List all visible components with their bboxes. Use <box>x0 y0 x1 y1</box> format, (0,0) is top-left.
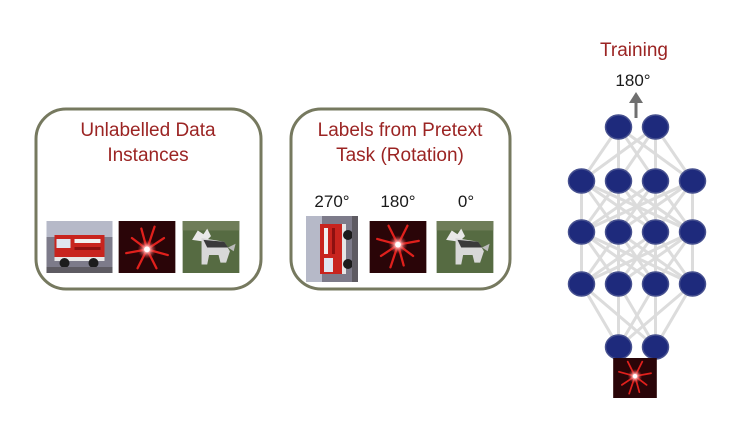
network-input-image <box>613 358 657 398</box>
pretext-title-line2: Task (Rotation) <box>336 145 464 166</box>
network-edge <box>617 179 694 234</box>
output-rotation-label: 180° <box>615 71 650 90</box>
output-arrow <box>629 92 643 118</box>
unlabelled-title-line2: Instances <box>107 145 188 166</box>
rotation-label-180: 180° <box>380 192 415 211</box>
network-node-layer3-2 <box>641 271 670 297</box>
rotation-label-270: 270° <box>314 192 349 211</box>
network-node-layer0-0 <box>604 114 633 140</box>
network-edge <box>580 179 694 234</box>
network-edge <box>580 230 694 286</box>
network-edge <box>617 230 694 286</box>
fire-truck-image <box>46 221 113 273</box>
red-object-image <box>118 221 176 273</box>
rotation-label-0: 0° <box>458 192 474 211</box>
neural-network: Training 180° <box>567 40 707 398</box>
network-node-layer2-1 <box>604 219 633 245</box>
network-node-layer3-1 <box>604 271 633 297</box>
network-edge <box>580 125 657 183</box>
pretext-title-line1: Labels from Pretext <box>318 120 483 141</box>
network-nodes <box>567 114 707 360</box>
network-edge <box>617 282 694 349</box>
network-edge <box>580 230 657 286</box>
network-node-layer3-0 <box>567 271 596 297</box>
network-node-layer2-0 <box>567 219 596 245</box>
unlabelled-title-line1: Unlabelled Data <box>80 120 216 141</box>
network-node-layer0-1 <box>641 114 670 140</box>
network-node-layer1-0 <box>567 168 596 194</box>
network-node-layer4-0 <box>604 334 633 360</box>
unlabelled-data-panel: Unlabelled Data Instances <box>34 107 263 291</box>
training-title: Training <box>600 40 668 61</box>
network-node-layer2-2 <box>641 219 670 245</box>
network-node-layer2-3 <box>678 219 707 245</box>
network-node-layer3-3 <box>678 271 707 297</box>
network-node-layer1-1 <box>604 168 633 194</box>
network-node-layer4-1 <box>641 334 670 360</box>
husky-dog-unrotated-image <box>436 221 494 273</box>
pretext-labels-panel: Labels from Pretext Task (Rotation) 270°… <box>289 107 512 291</box>
network-edges <box>580 125 694 349</box>
fire-truck-rotated-270-image <box>306 216 358 282</box>
network-edge <box>580 179 657 234</box>
network-node-layer1-2 <box>641 168 670 194</box>
red-object-rotated-180-image <box>369 221 427 273</box>
network-node-layer1-3 <box>678 168 707 194</box>
husky-dog-image <box>182 221 240 273</box>
